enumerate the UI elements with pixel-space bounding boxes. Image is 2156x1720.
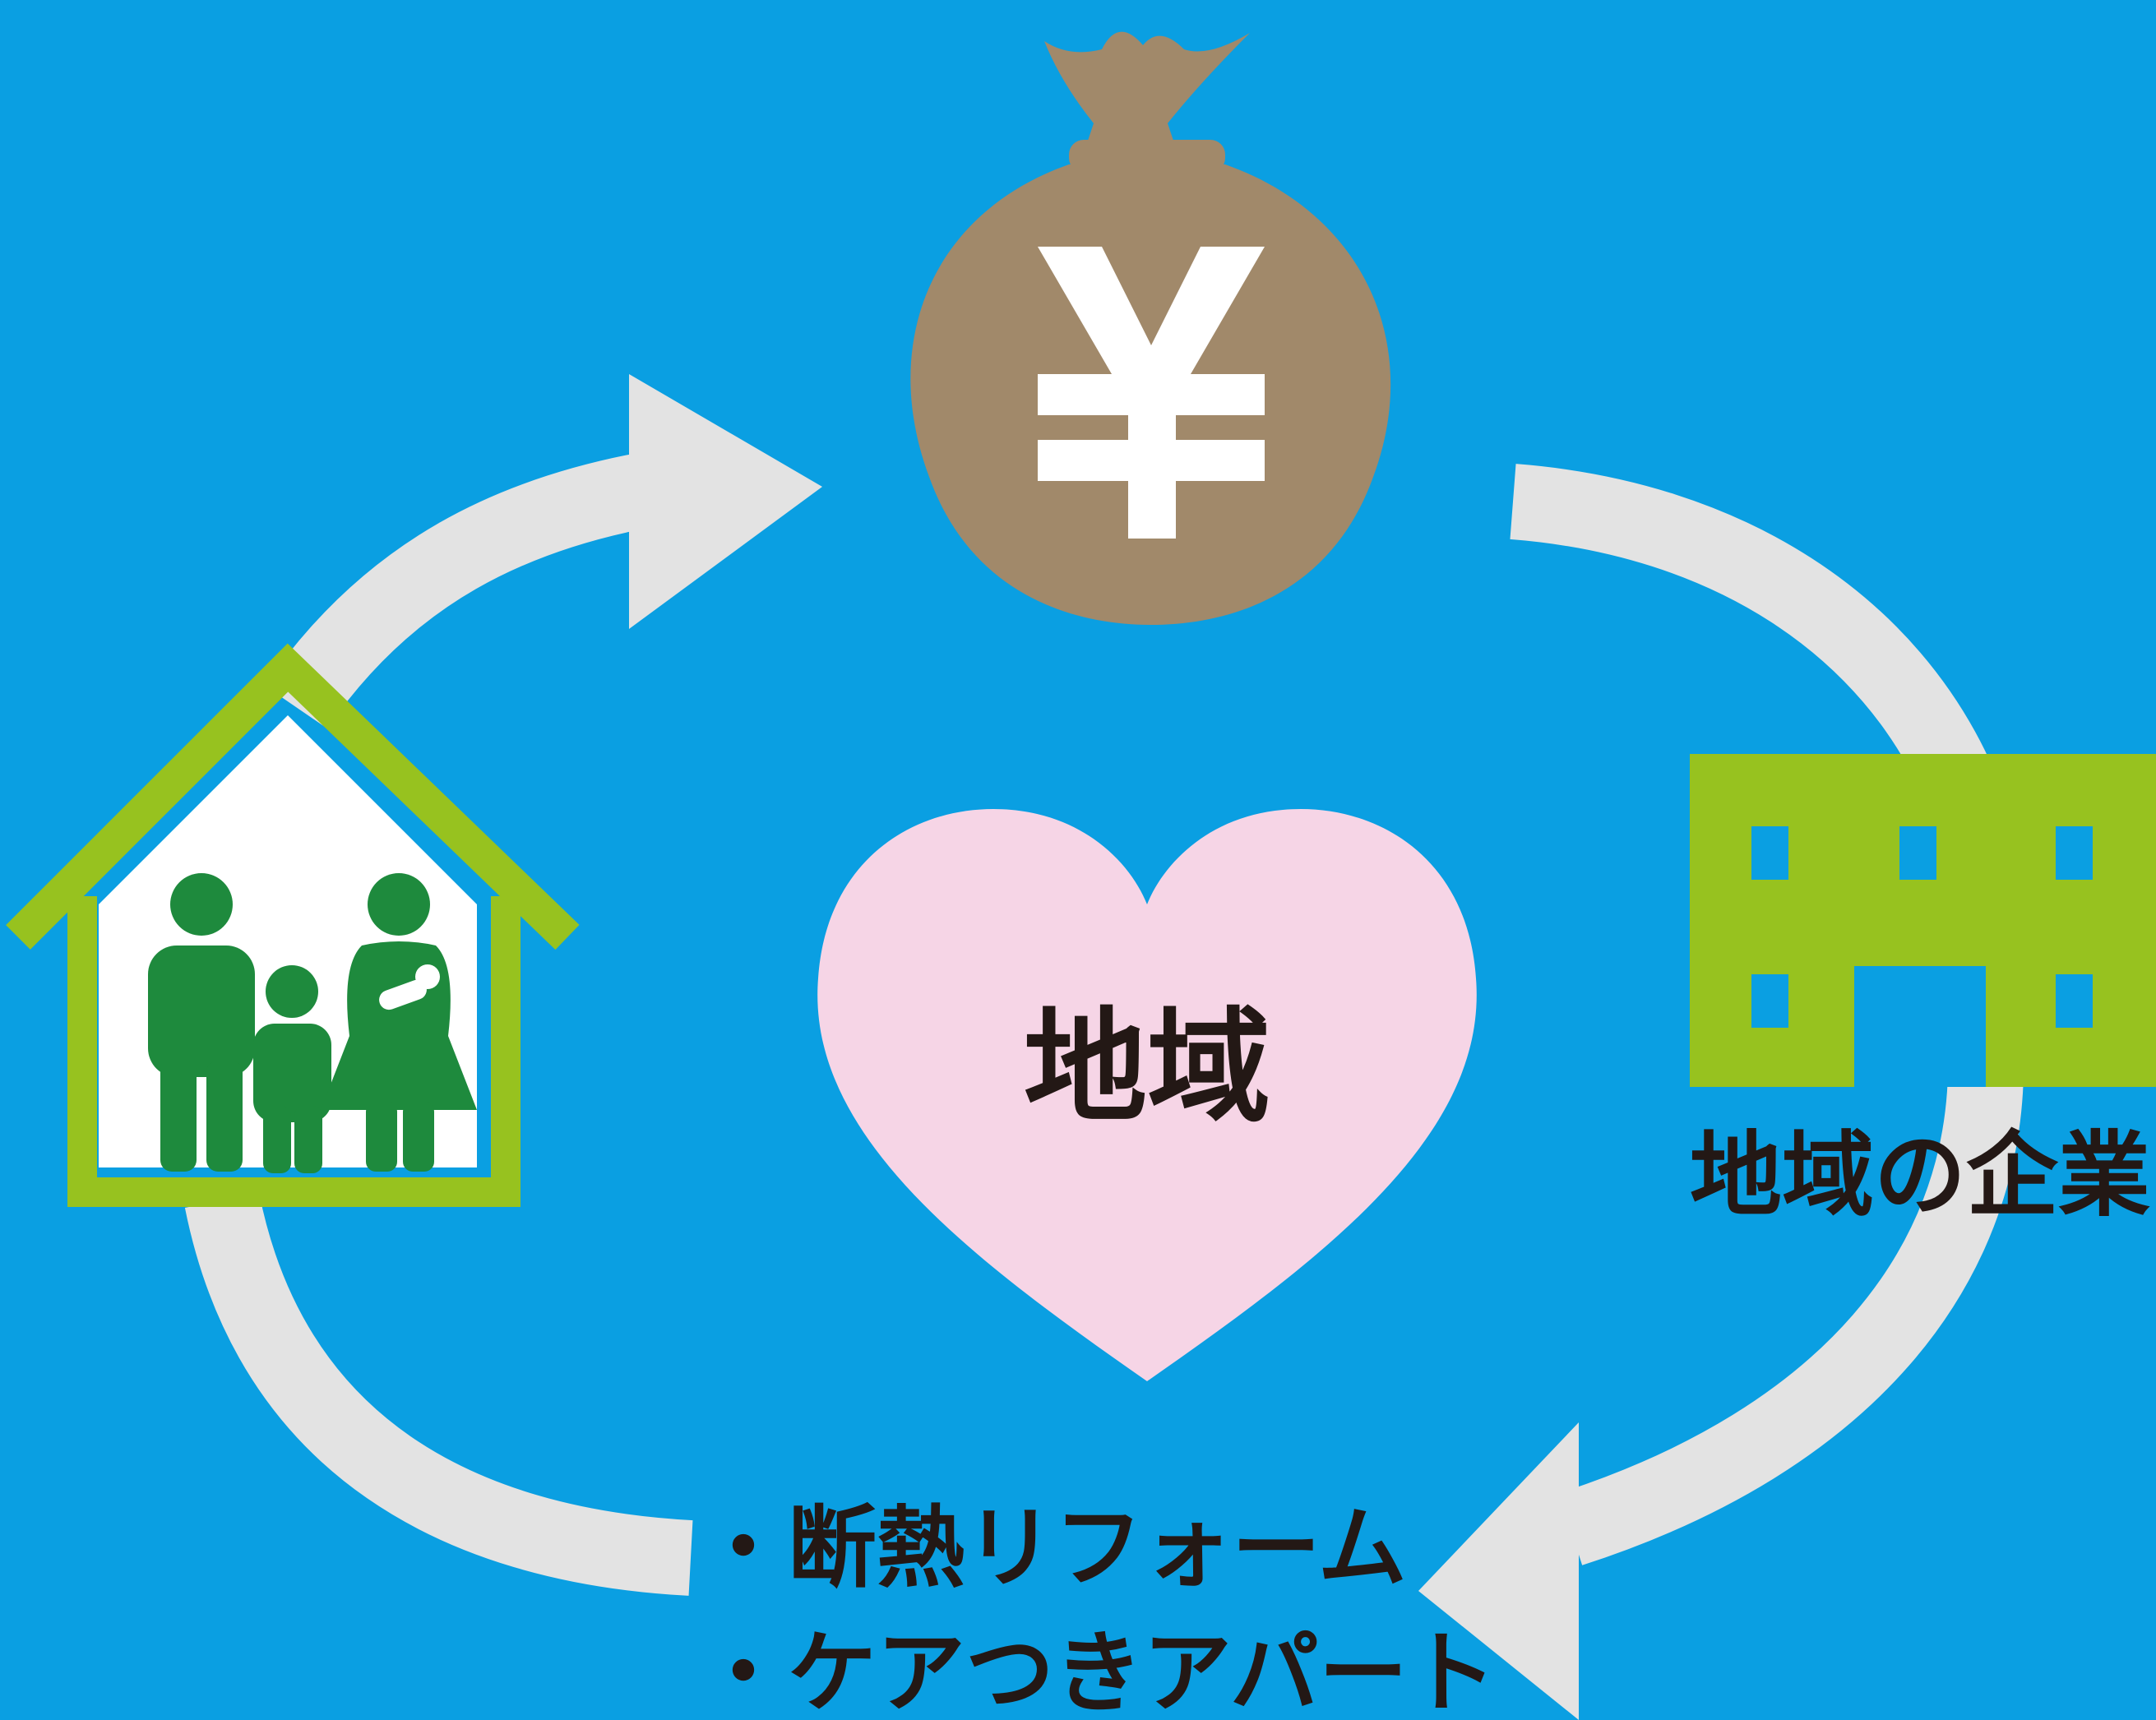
building-windows — [1751, 826, 2093, 1087]
arrow-money-to-company — [1510, 464, 1996, 805]
heart-label: 地域 — [1024, 996, 1270, 1140]
family-figures — [148, 873, 477, 1173]
house-family-icon — [6, 643, 580, 1207]
office-building-icon: 地域の企業 — [1690, 754, 2156, 1229]
money-bag-yen-icon — [910, 31, 1391, 625]
yen-symbol — [1038, 247, 1265, 539]
arrow-company-to-services — [1418, 1071, 2024, 1720]
cycle-arrows — [184, 374, 2024, 1720]
arrow-services-to-house — [184, 1192, 693, 1596]
services-list: ・断熱リフォーム ・ケアつきアパート — [699, 1497, 1497, 1720]
service-item-insulation-reform: ・断熱リフォーム — [699, 1497, 1407, 1600]
company-label: 地域の企業 — [1690, 1122, 2150, 1229]
service-item-care-apartment: ・ケアつきアパート — [699, 1622, 1497, 1720]
arrow-house-to-money — [265, 374, 822, 729]
heart-icon: 地域 — [817, 809, 1477, 1381]
baby-icon — [379, 964, 440, 1010]
